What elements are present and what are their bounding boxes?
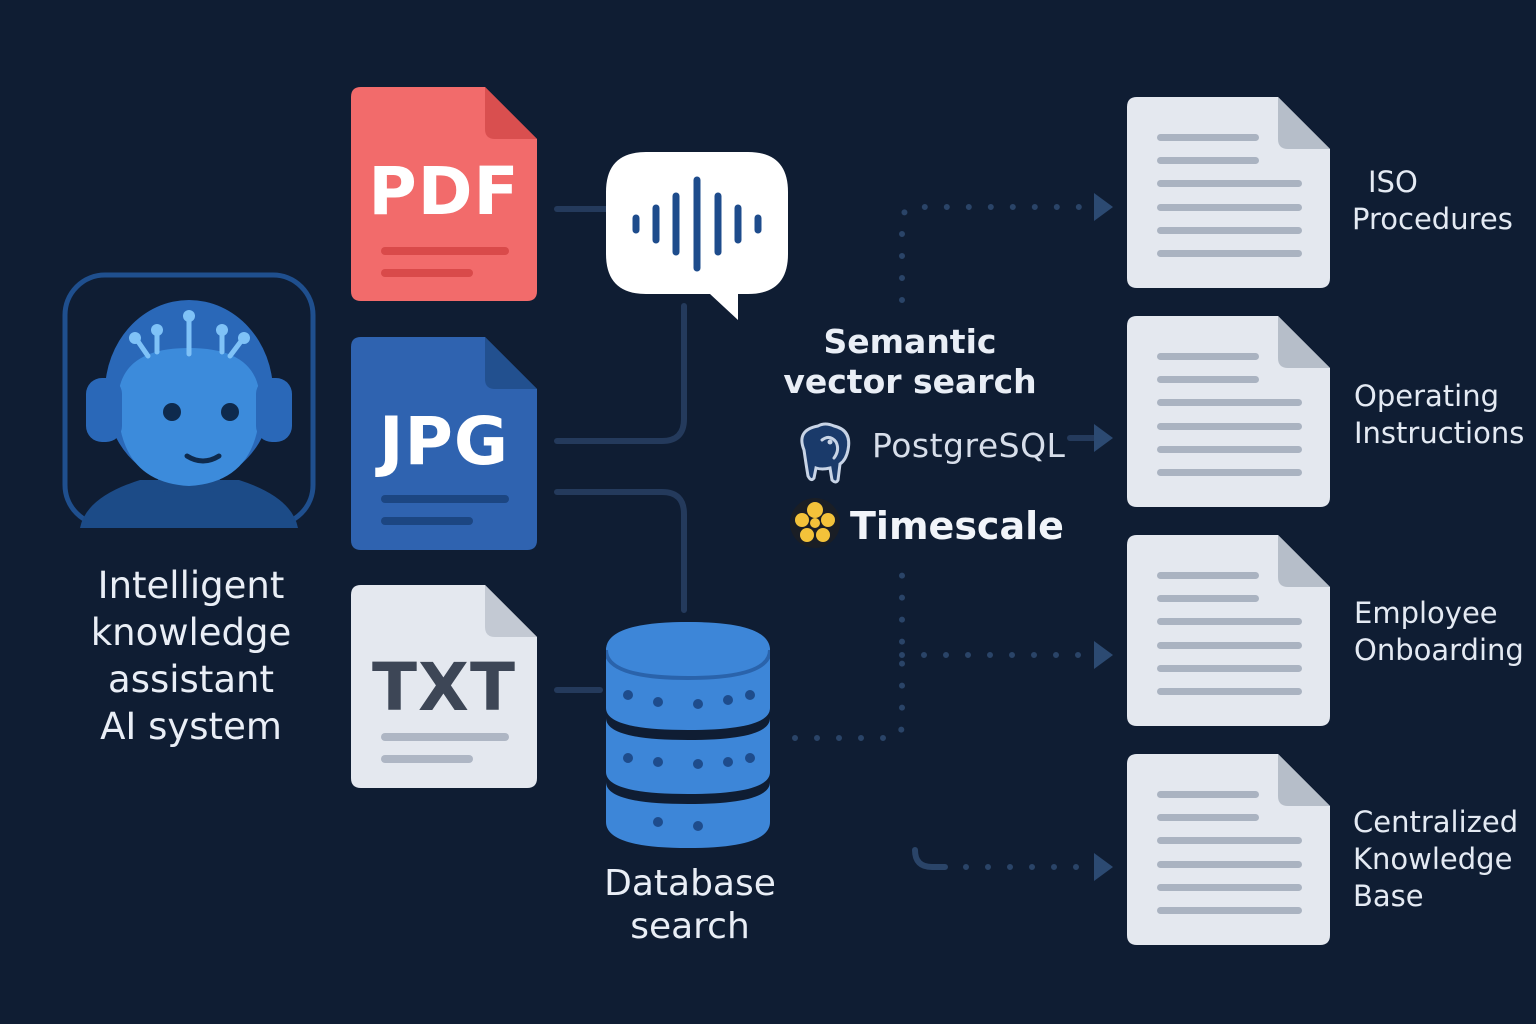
postgresql-elephant-icon — [800, 422, 851, 484]
document-icon-knowledge-base — [1127, 754, 1330, 945]
document-label-onboarding: Employee Onboarding — [1354, 595, 1524, 669]
postgresql-label: PostgreSQL — [872, 426, 1066, 465]
doc-kb-line-1: Centralized — [1353, 805, 1519, 839]
doc-onboarding-line-2: Onboarding — [1354, 633, 1524, 667]
database-label-line-1: Database — [604, 863, 776, 904]
doc-kb-line-3: Base — [1353, 879, 1424, 913]
database-label-line-2: search — [630, 906, 750, 947]
timescale-logo-icon — [790, 498, 840, 548]
document-label-iso: ISO Procedures — [1352, 164, 1513, 238]
doc-operating-line-1: Operating — [1354, 379, 1499, 413]
semantic-search-label: Semantic vector search — [770, 322, 1050, 402]
arrow-doc2 — [1094, 424, 1113, 452]
doc-iso-line-2: Procedures — [1352, 202, 1513, 236]
semantic-label-line-2: vector search — [783, 362, 1037, 401]
txt-file-icon — [351, 585, 537, 788]
arrow-doc1 — [1094, 193, 1113, 221]
voice-bubble-icon — [606, 152, 788, 320]
document-icon-iso — [1127, 97, 1330, 288]
timescale-label: Timescale — [850, 504, 1064, 548]
dotted-path-top — [899, 204, 1091, 303]
connector-jpg-voice — [554, 303, 687, 444]
document-label-knowledge-base: Centralized Knowledge Base — [1353, 804, 1518, 915]
doc-kb-line-2: Knowledge — [1353, 842, 1513, 876]
ai-label-line-3: assistant — [108, 658, 274, 701]
jpg-label: JPG — [378, 403, 510, 480]
document-icon-onboarding — [1127, 535, 1330, 726]
txt-label: TXT — [372, 649, 516, 726]
dotted-path-database — [792, 565, 905, 741]
semantic-label-line-1: Semantic — [823, 322, 997, 361]
arrow-doc3 — [1094, 641, 1113, 669]
ai-label-line-1: Intelligent — [97, 564, 285, 607]
database-icon — [606, 622, 770, 848]
robot-headset-icon — [62, 272, 316, 528]
txt-file: TXT — [351, 585, 537, 788]
ai-system-label: Intelligent knowledge assistant AI syste… — [60, 562, 322, 750]
doc-onboarding-line-1: Employee — [1354, 596, 1498, 630]
jpg-file: JPG — [351, 337, 537, 550]
doc-operating-line-2: Instructions — [1354, 416, 1525, 450]
document-icon-operating — [1127, 316, 1330, 507]
ai-label-line-4: AI system — [100, 705, 282, 748]
database-search-label: Database search — [580, 862, 800, 948]
pdf-file-icon — [351, 87, 537, 301]
arrow-doc4 — [1094, 853, 1113, 881]
document-label-operating: Operating Instructions — [1354, 378, 1524, 452]
connector-jpg-database — [554, 489, 687, 613]
pdf-label: PDF — [368, 153, 520, 230]
jpg-file-icon — [351, 337, 537, 550]
ai-label-line-2: knowledge — [90, 611, 292, 654]
doc-iso-line-1: ISO — [1368, 165, 1418, 199]
pdf-file: PDF — [351, 87, 537, 301]
